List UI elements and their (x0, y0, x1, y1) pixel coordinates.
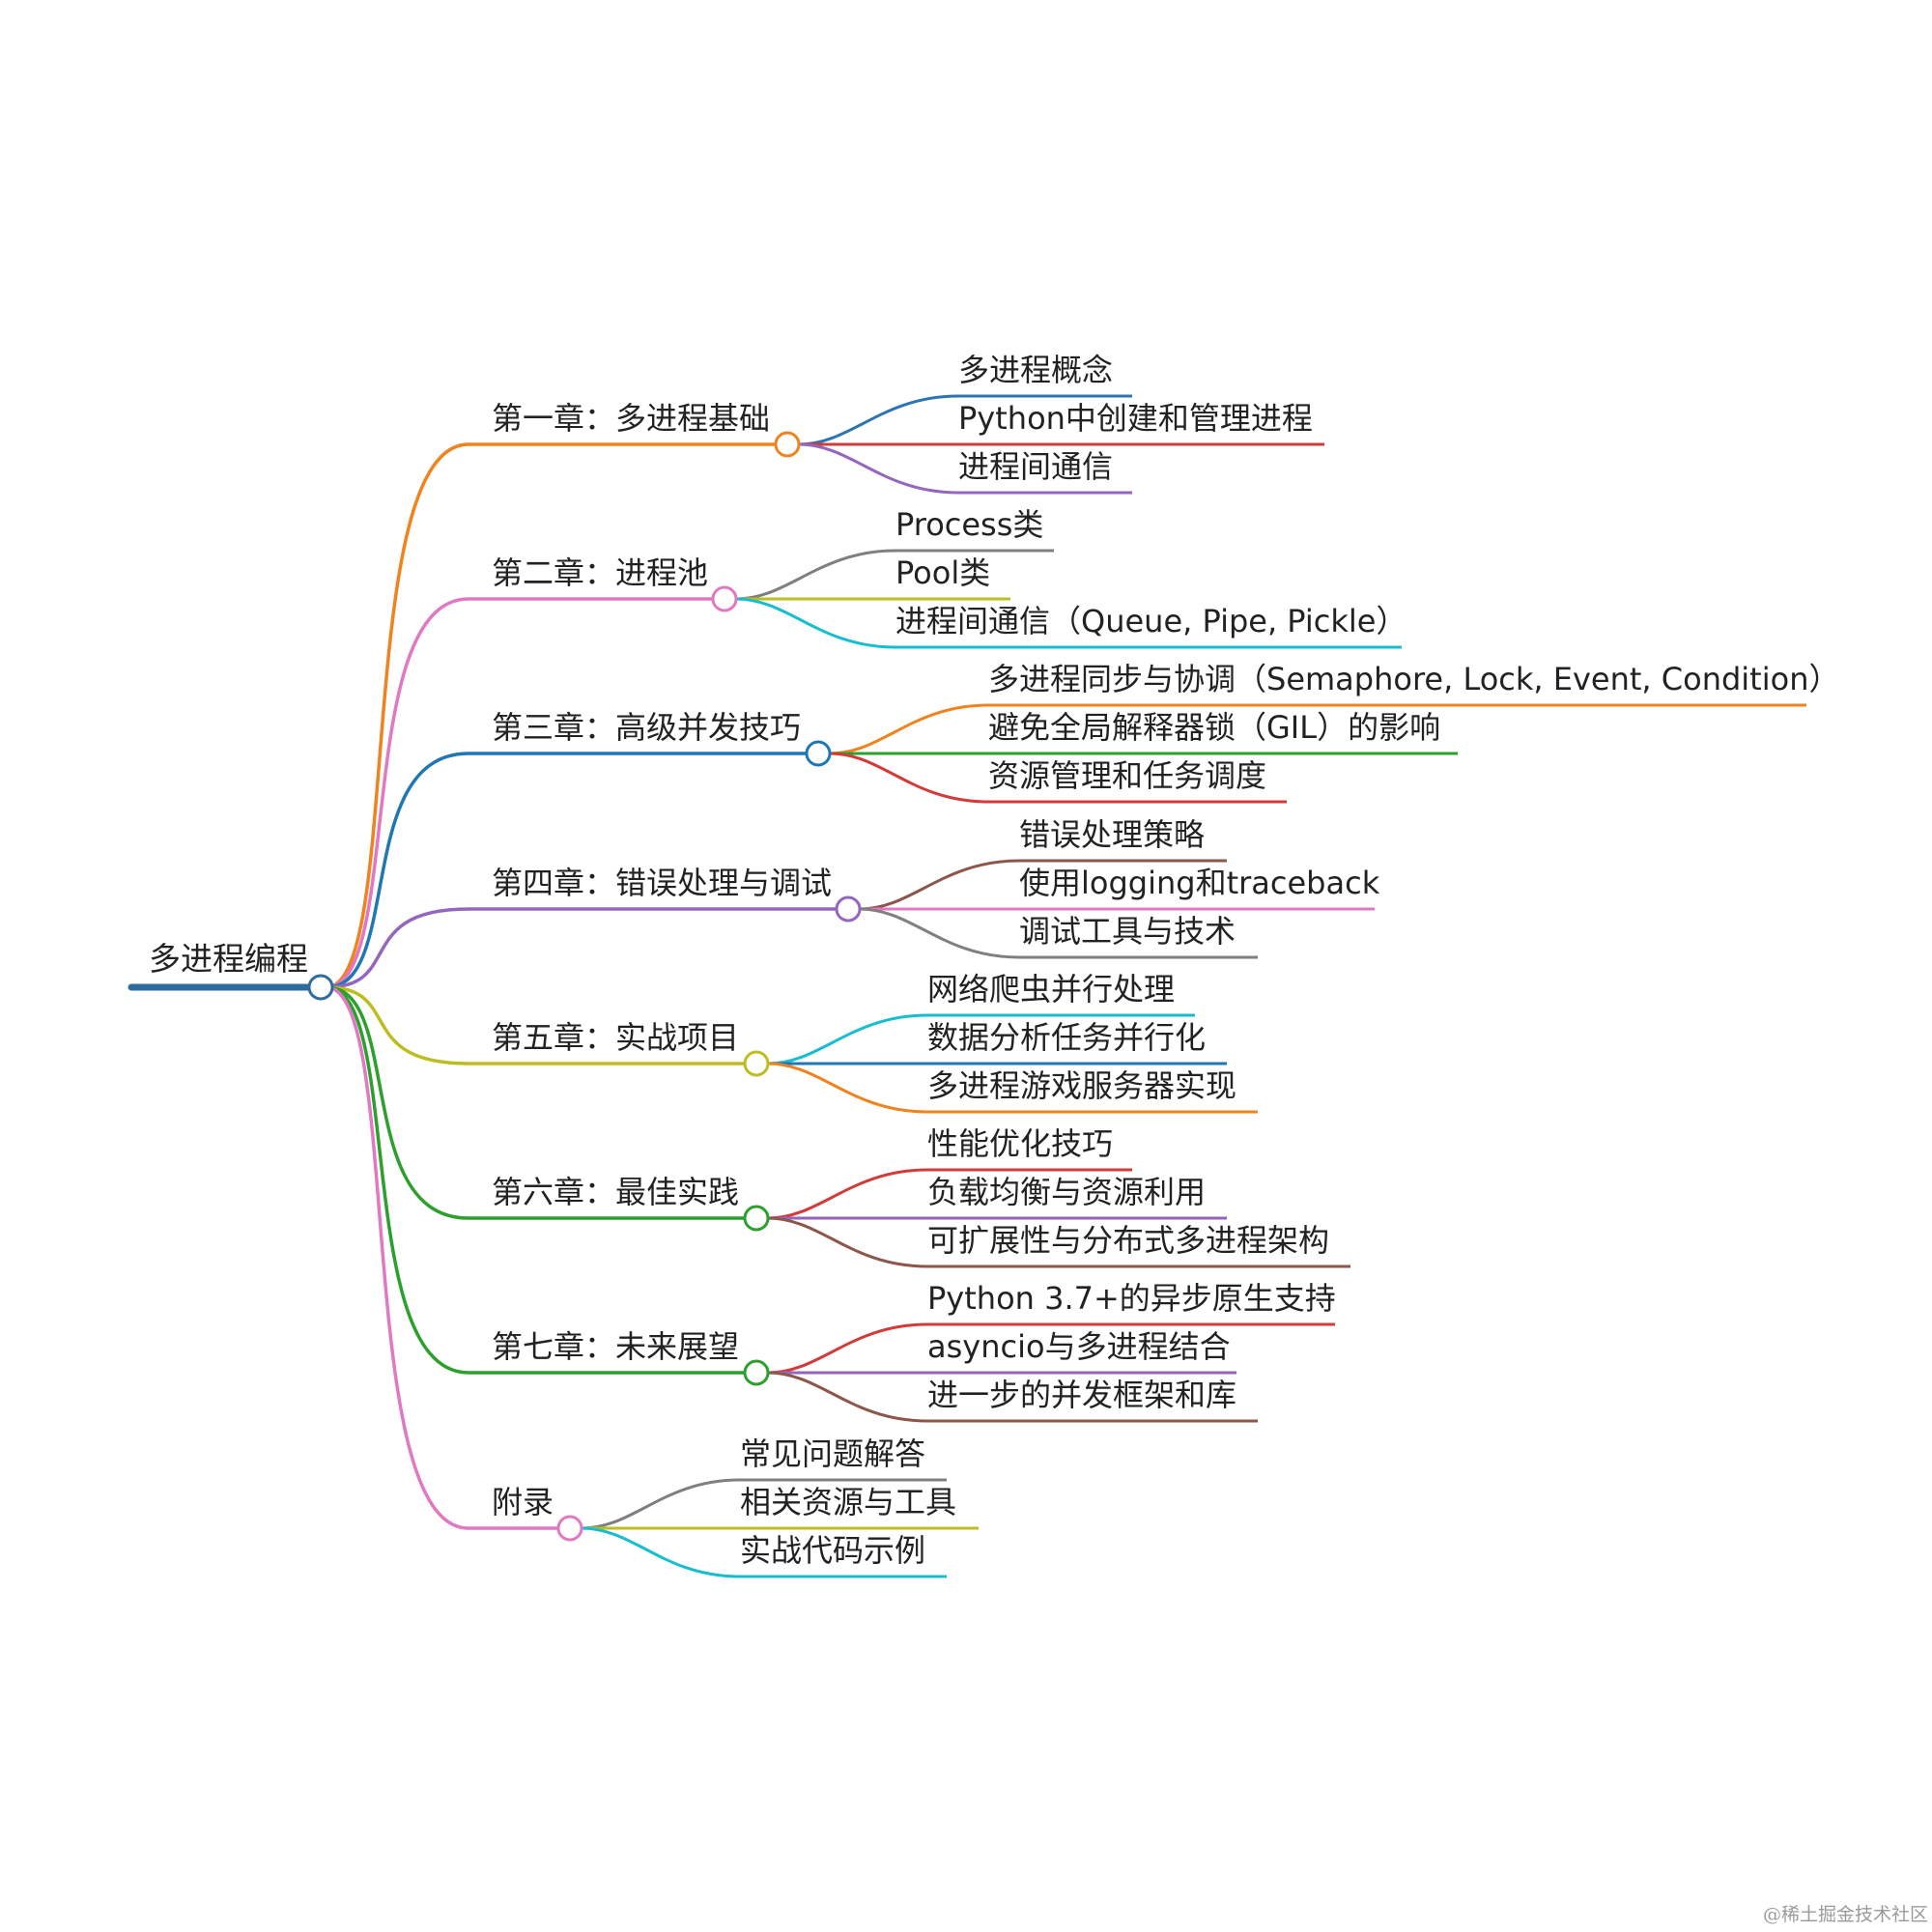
chapter-label-3: 第三章：高级并发技巧 (492, 709, 801, 746)
leaf-label-7-1: Python 3.7+的异步原生支持 (927, 1280, 1336, 1317)
leaf-edge-5-3 (767, 1062, 928, 1114)
chapter-toggle-node-8[interactable] (556, 1515, 583, 1542)
leaf-label-7-2: asyncio与多进程结合 (927, 1328, 1231, 1365)
chapter-label-4: 第四章：错误处理与调试 (492, 865, 832, 901)
leaf-label-2-1: Process类 (895, 506, 1043, 543)
root-edge-chapter-6 (326, 985, 469, 1220)
leaf-edge-6-3 (767, 1216, 928, 1268)
leaf-edge-4-1 (859, 859, 1020, 911)
leaf-edge-4-3 (859, 907, 1020, 959)
leaf-label-5-2: 数据分析任务并行化 (927, 1019, 1206, 1056)
chapter-label-6: 第六章：最佳实践 (492, 1174, 739, 1210)
leaf-edge-6-1 (767, 1168, 928, 1220)
leaf-label-2-3: 进程间通信（Queue, Pipe, Pickle） (895, 603, 1407, 639)
chapter-label-1: 第一章：多进程基础 (492, 400, 770, 437)
leaf-edge-8-3 (581, 1526, 741, 1578)
root-edge-chapter-4 (326, 907, 469, 989)
leaf-edge-8-1 (581, 1478, 741, 1530)
leaf-label-6-1: 性能优化技巧 (927, 1125, 1113, 1162)
chapter-label-7: 第七章：未来展望 (492, 1328, 739, 1365)
leaf-label-8-1: 常见问题解答 (740, 1435, 925, 1472)
chapter-toggle-node-1[interactable] (774, 431, 801, 458)
leaf-edge-3-3 (829, 752, 989, 804)
root-edge-chapter-7 (326, 985, 469, 1375)
leaf-label-8-3: 实战代码示例 (740, 1532, 925, 1569)
leaf-label-4-1: 错误处理策略 (1019, 816, 1205, 853)
chapter-toggle-node-7[interactable] (743, 1359, 770, 1386)
root-edge-chapter-3 (326, 752, 469, 989)
leaf-label-3-1: 多进程同步与协调（Semaphore, Lock, Event, Conditi… (988, 661, 1839, 697)
leaf-label-1-3: 进程间通信 (958, 448, 1113, 485)
root-edge-chapter-5 (326, 985, 469, 1065)
chapter-label-5: 第五章：实战项目 (492, 1019, 739, 1056)
leaf-edge-2-3 (735, 597, 896, 649)
leaf-label-4-3: 调试工具与技术 (1019, 913, 1236, 950)
leaf-label-6-2: 负载均衡与资源利用 (927, 1174, 1206, 1210)
leaf-label-6-3: 可扩展性与分布式多进程架构 (927, 1222, 1329, 1259)
leaf-label-3-2: 避免全局解释器锁（GIL）的影响 (988, 709, 1440, 746)
root-edge-chapter-8 (326, 985, 469, 1530)
leaf-label-1-1: 多进程概念 (958, 352, 1113, 388)
leaf-label-3-3: 资源管理和任务调度 (988, 757, 1266, 794)
edges-layer (326, 394, 1020, 1578)
chapter-toggle-node-3[interactable] (805, 740, 832, 767)
leaf-label-2-2: Pool类 (895, 554, 990, 591)
leaf-edge-2-1 (735, 549, 896, 601)
leaf-label-5-1: 网络爬虫并行处理 (927, 971, 1175, 1008)
leaf-label-1-2: Python中创建和管理进程 (958, 400, 1313, 437)
leaf-edge-1-3 (798, 442, 959, 495)
root-label: 多进程编程 (149, 940, 308, 978)
leaf-edge-3-1 (829, 703, 989, 755)
node-layer (307, 431, 862, 1542)
leaf-label-8-2: 相关资源与工具 (740, 1484, 956, 1520)
leaf-edge-7-1 (767, 1322, 928, 1375)
chapter-toggle-node-4[interactable] (835, 895, 862, 923)
chapter-label-8: 附录 (492, 1484, 554, 1520)
chapter-toggle-node-5[interactable] (743, 1050, 770, 1077)
leaf-label-7-3: 进一步的并发框架和库 (927, 1377, 1236, 1413)
leaf-edge-1-1 (798, 394, 959, 446)
chapter-toggle-node-2[interactable] (711, 585, 738, 612)
chapter-toggle-node-6[interactable] (743, 1205, 770, 1232)
root-toggle-node[interactable] (307, 974, 334, 1001)
leaf-label-5-3: 多进程游戏服务器实现 (927, 1067, 1236, 1104)
leaf-label-4-2: 使用logging和traceback (1019, 865, 1380, 901)
underline-layer (128, 394, 1806, 1578)
root-edge-chapter-1 (326, 442, 469, 989)
root-edge-chapter-2 (326, 597, 469, 989)
watermark: @稀土掘金技术社区 (1762, 1904, 1928, 1925)
chapter-label-2: 第二章：进程池 (492, 554, 708, 591)
leaf-edge-5-1 (767, 1013, 928, 1065)
label-layer: 第一章：多进程基础 多进程概念 Python中创建和管理进程进程间通信第二章：进程池… (149, 352, 1839, 1569)
leaf-edge-7-3 (767, 1371, 928, 1423)
